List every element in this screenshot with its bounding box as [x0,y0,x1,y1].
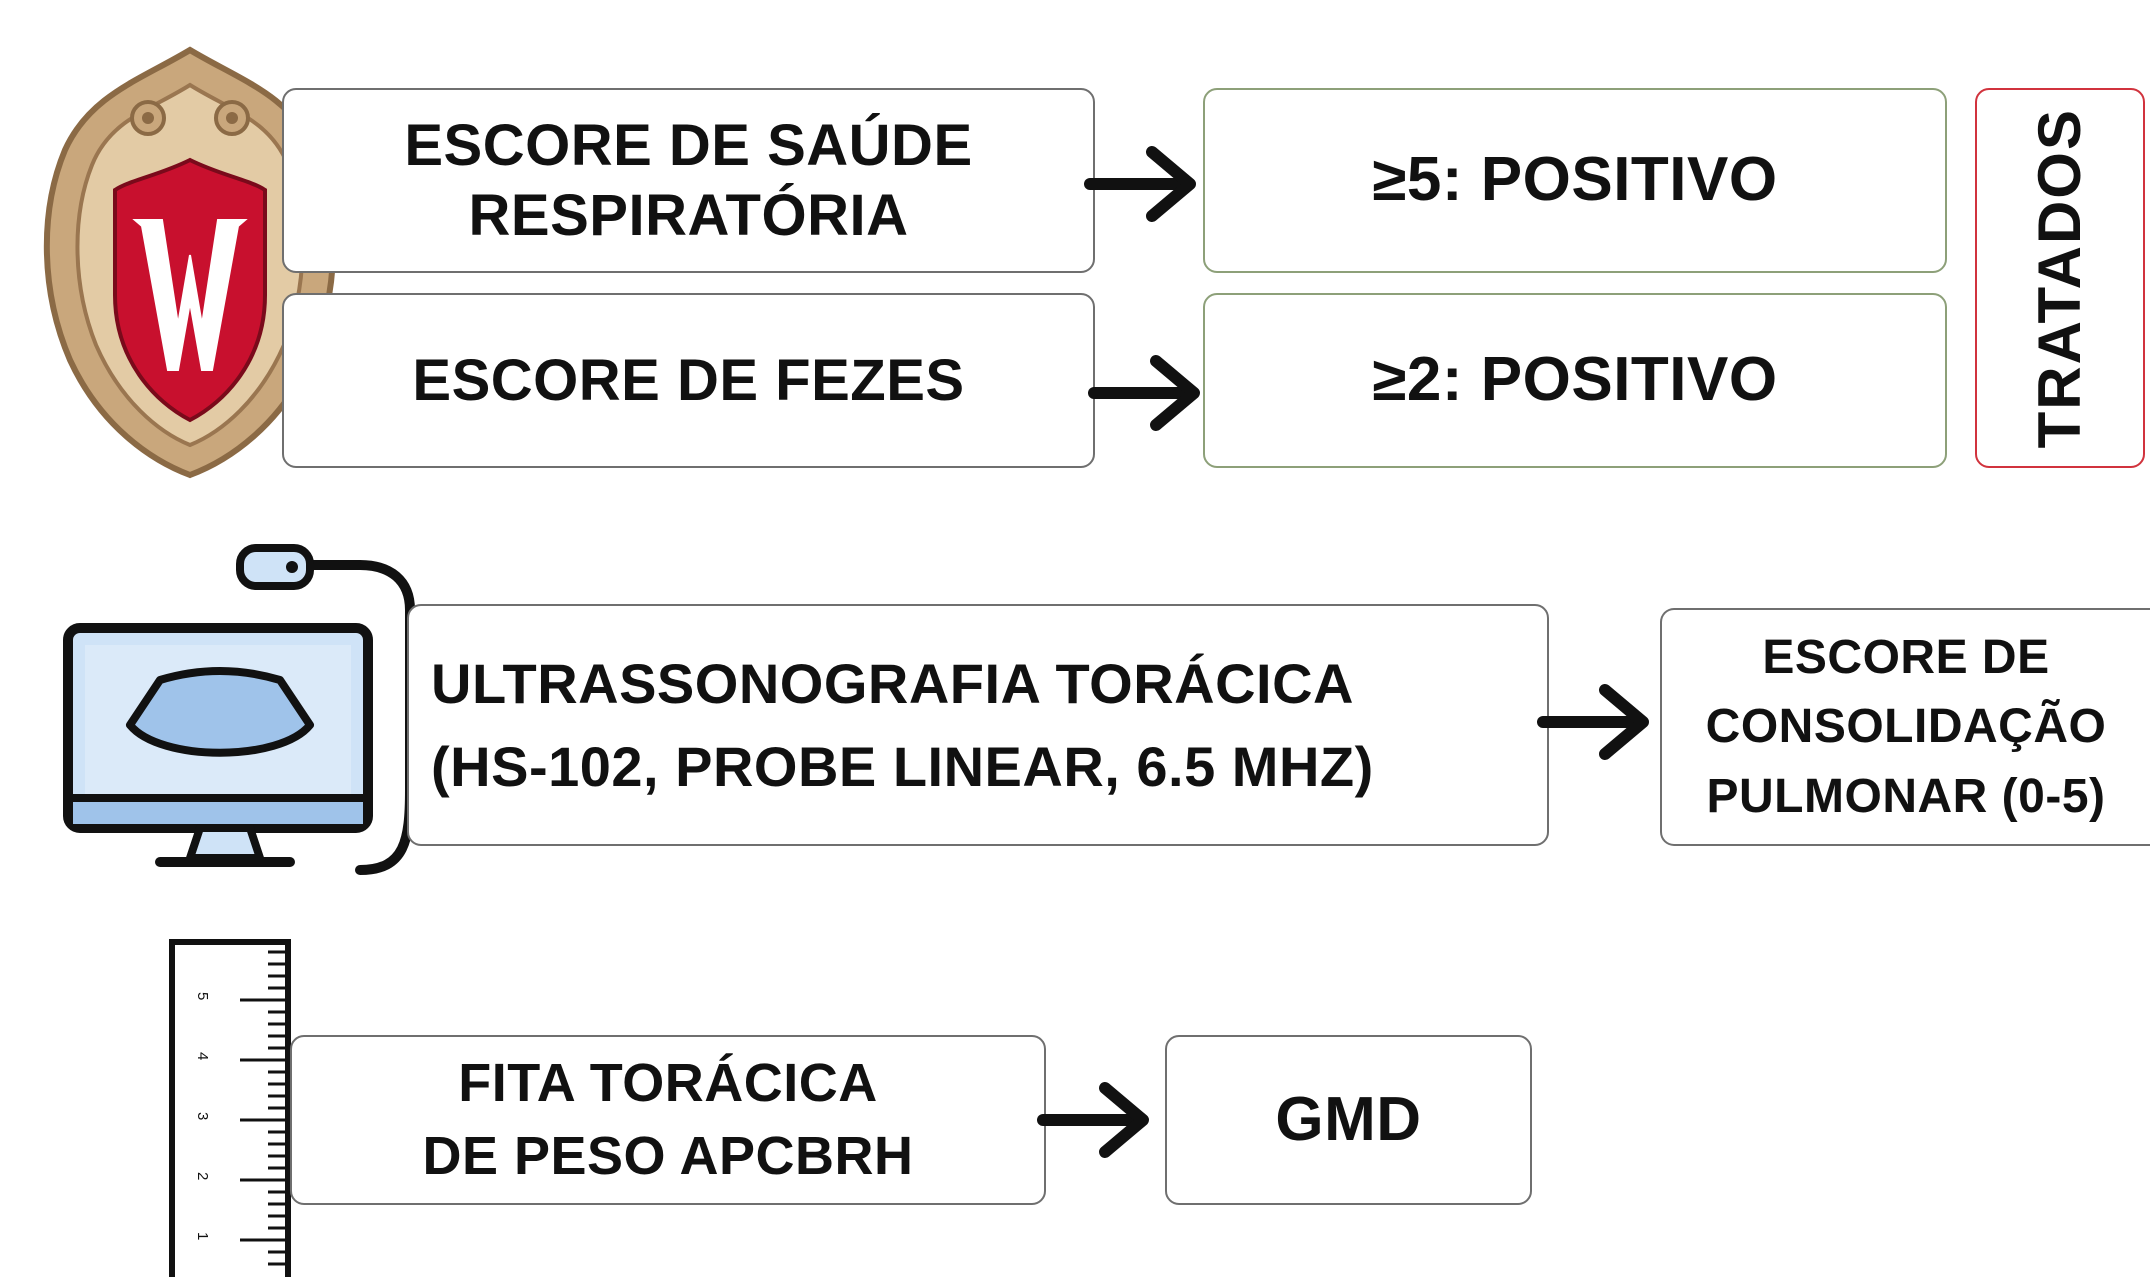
right-arrow-icon [1084,144,1200,224]
chest-tape-line-1: FITA TORÁCICA [458,1053,878,1114]
fecal-score-box: ESCORE DE FEZES [282,293,1095,468]
fecal-score-label: ESCORE DE FEZES [412,347,965,413]
ruler-tape-icon: 5 4 3 2 1 [168,938,298,1277]
ultrasound-line-1: ULTRASSONOGRAFIA TORÁCICA [431,651,1354,715]
right-arrow-icon [1088,353,1204,433]
ruler-number: 3 [194,1112,211,1120]
right-arrow-icon [1037,1080,1153,1160]
fecal-result-box: ≥2: POSITIVO [1203,293,1947,468]
respiratory-score-line-1: ESCORE DE SAÚDE [404,112,973,178]
fecal-result-label: ≥2: POSITIVO [1372,345,1778,415]
consolidation-score-line-2: CONSOLIDAÇÃO [1705,700,2107,754]
gmd-box: GMD [1165,1035,1532,1205]
ruler-number: 5 [194,992,211,1000]
chest-tape-box: FITA TORÁCICA DE PESO APCBRH [290,1035,1046,1205]
ruler-number: 1 [194,1232,211,1240]
respiratory-result-label: ≥5: POSITIVO [1372,145,1778,215]
treated-label: TRATADOS [2026,107,2093,449]
ruler-number: 4 [194,1052,211,1060]
respiratory-score-line-2: RESPIRATÓRIA [468,182,909,248]
ruler-number: 2 [194,1172,211,1180]
chest-tape-line-2: DE PESO APCBRH [422,1126,914,1186]
ultrasound-box: ULTRASSONOGRAFIA TORÁCICA (HS-102, PROBE… [407,604,1549,846]
consolidation-score-box: ESCORE DE CONSOLIDAÇÃO PULMONAR (0-5) [1660,608,2150,846]
ultrasound-monitor-icon [60,540,420,880]
respiratory-score-box: ESCORE DE SAÚDE RESPIRATÓRIA [282,88,1095,273]
right-arrow-icon [1537,682,1653,762]
ultrasound-line-2: (HS-102, PROBE LINEAR, 6.5 MHZ) [431,735,1374,798]
consolidation-score-line-3: PULMONAR (0-5) [1706,769,2106,823]
respiratory-result-box: ≥5: POSITIVO [1203,88,1947,273]
consolidation-score-line-1: ESCORE DE [1762,630,2050,684]
gmd-label: GMD [1275,1084,1422,1154]
treated-box: TRATADOS [1975,88,2145,468]
